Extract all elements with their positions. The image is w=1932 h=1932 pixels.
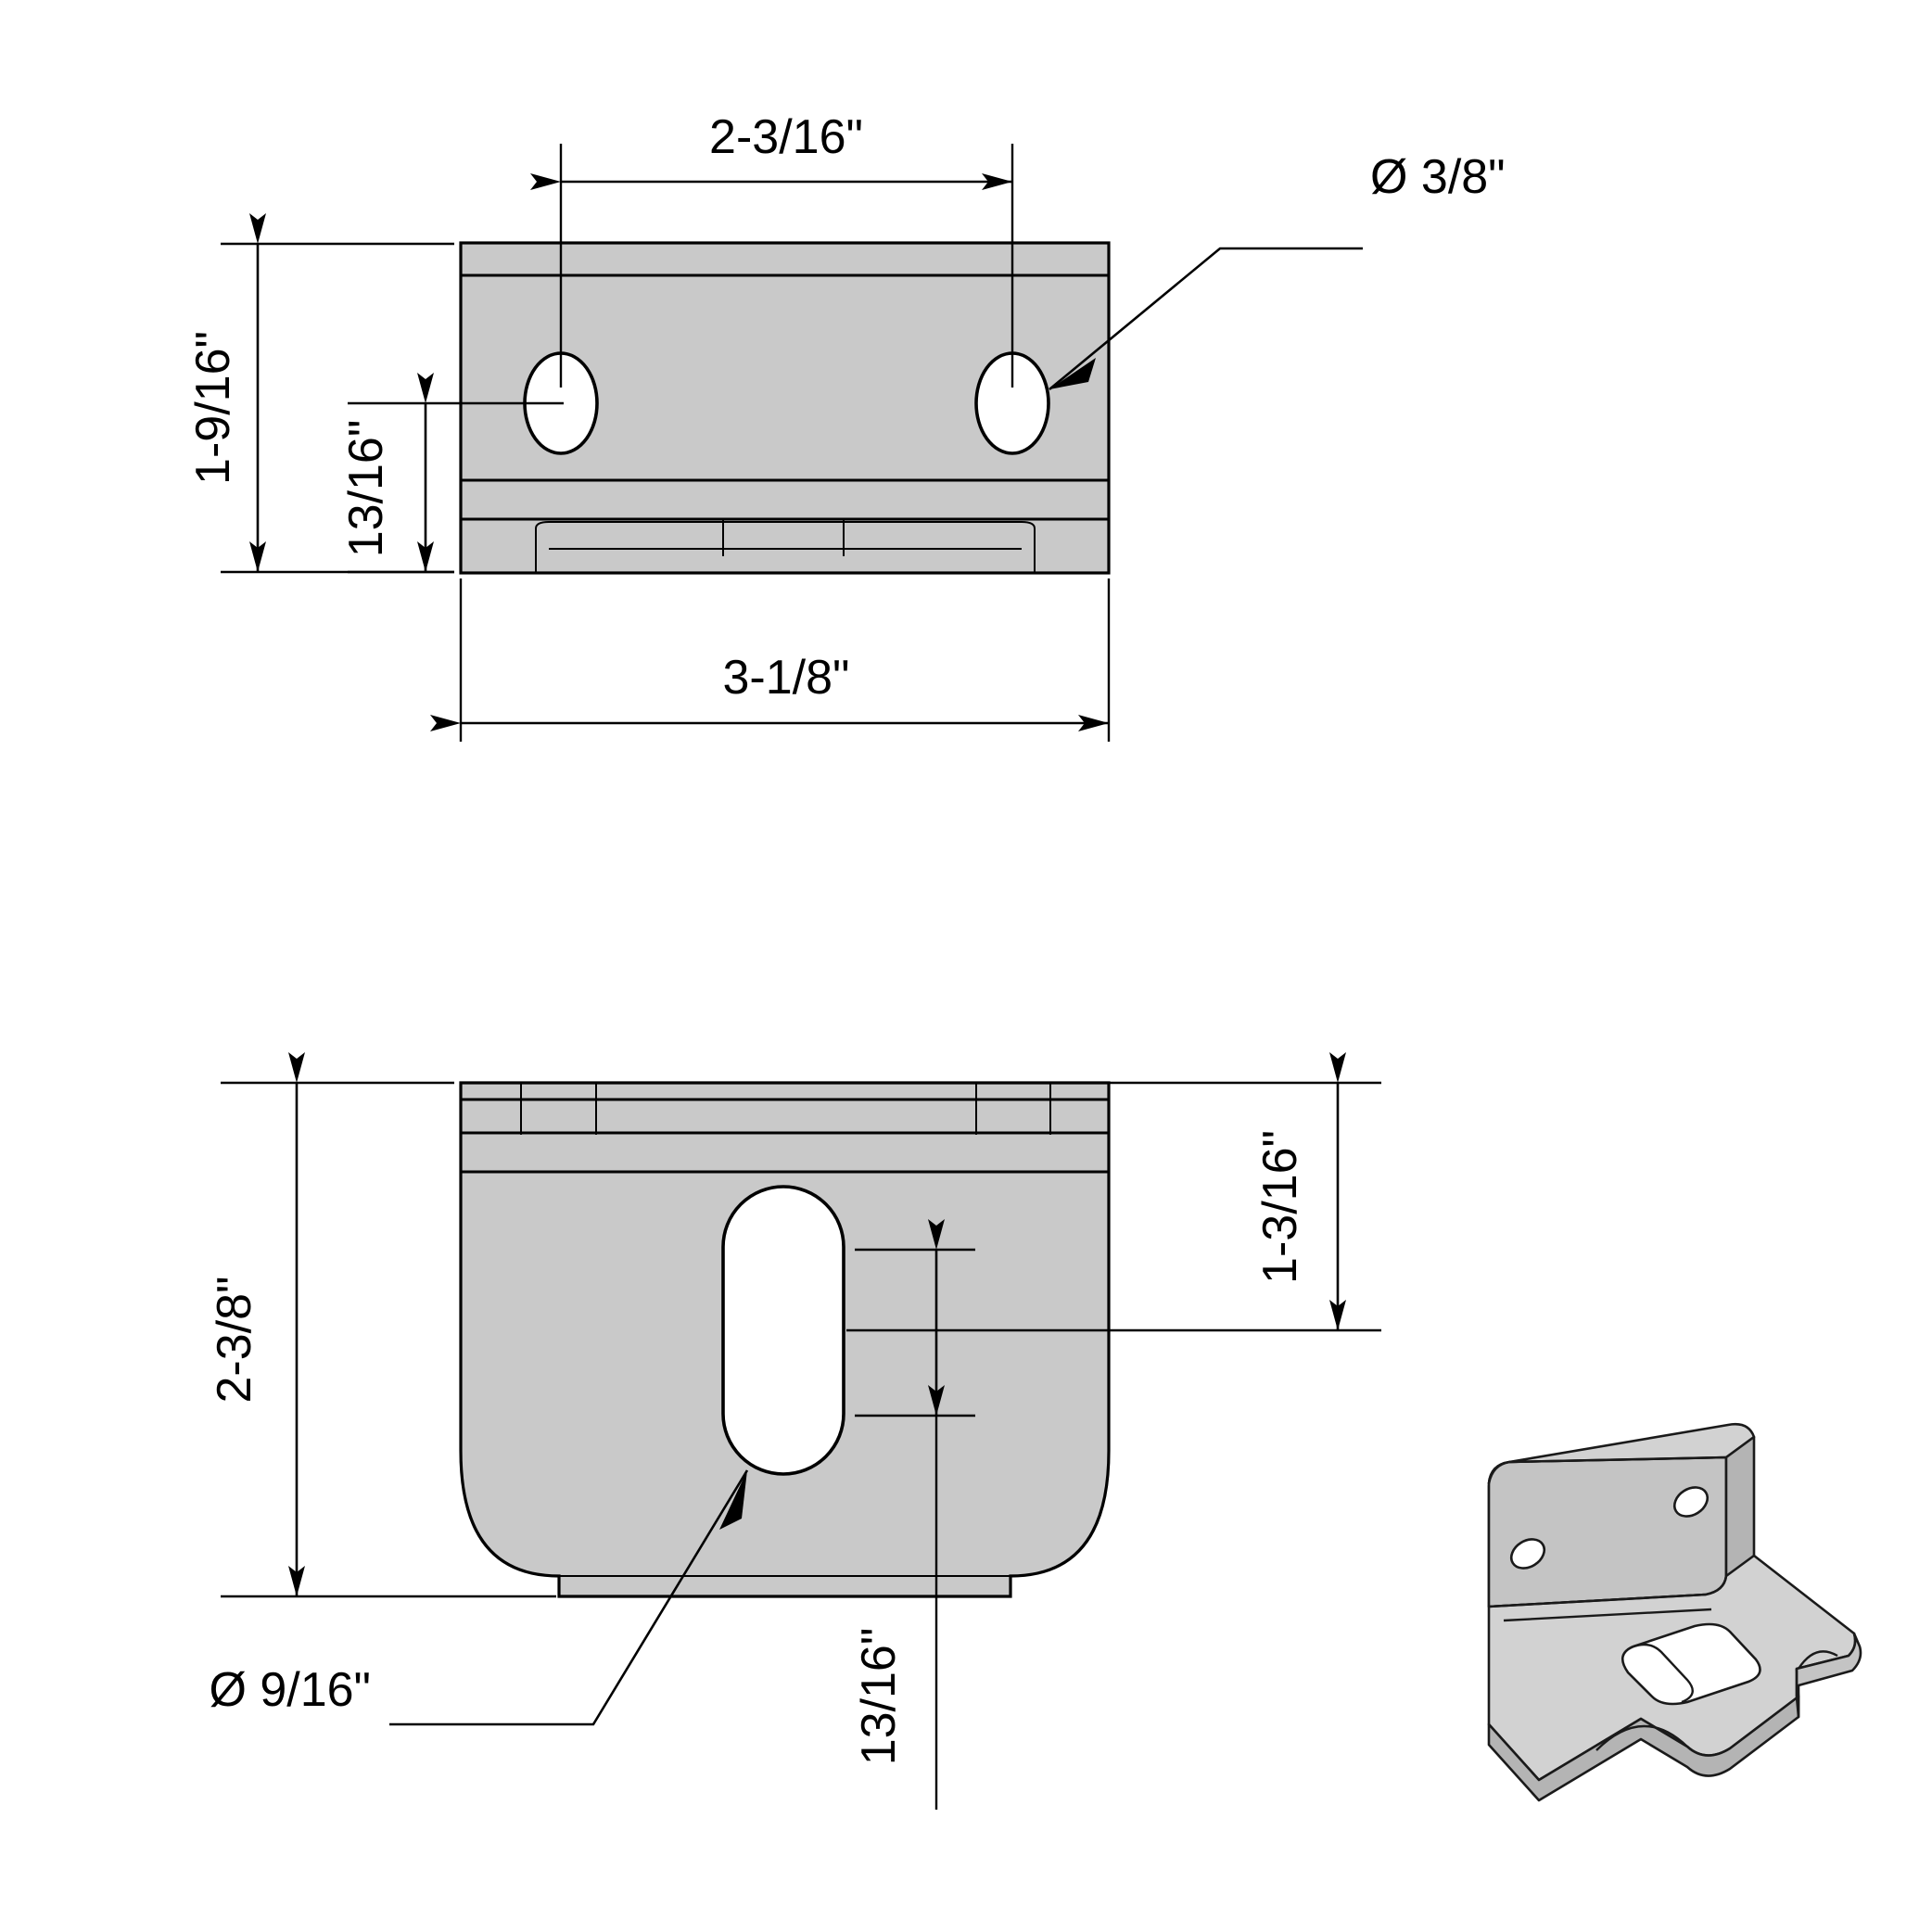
slot-diameter-leader-line — [389, 1469, 749, 1726]
hole-diameter-leader-line — [1049, 247, 1363, 391]
hole-diameter-top-label: Ø 3/8" — [1370, 150, 1506, 204]
callout-hole-diameter-top: Ø 3/8" — [1049, 150, 1506, 391]
top-view-slot-edge-detail — [535, 519, 1036, 573]
iso-vertical-leg-face — [1487, 1455, 1728, 1608]
iso-right-notch-arc — [1797, 1650, 1838, 1670]
iso-base-slot-inner-wall — [1633, 1643, 1694, 1704]
dimension-hole-center-height: 13/16" — [339, 373, 564, 574]
slot-length-label: 13/16" — [852, 1628, 906, 1766]
dimension-overall-depth: 2-3/8" — [208, 1052, 556, 1598]
isometric-view — [1487, 1423, 1862, 1802]
slot-diameter-leader-arrow — [719, 1470, 747, 1530]
dimension-slot-length: 13/16" — [852, 1219, 975, 1810]
iso-upper-round-hole — [1672, 1486, 1710, 1518]
flange-height-label: 1-9/16" — [186, 331, 240, 485]
iso-base-slot — [1621, 1622, 1761, 1706]
iso-vertical-leg-thickness — [1724, 1435, 1756, 1578]
iso-base-plate-right-edge — [1795, 1632, 1862, 1719]
hole-diameter-leader-arrow — [1049, 358, 1096, 389]
top-view — [459, 241, 1111, 575]
iso-front-notch-arc — [1595, 1724, 1688, 1751]
dimension-overall-width: 3-1/8" — [430, 578, 1111, 742]
top-view-slot-outline — [535, 521, 1036, 573]
iso-lower-round-hole — [1509, 1538, 1546, 1570]
overall-depth-label: 2-3/8" — [208, 1277, 261, 1404]
dimension-hole-spacing: 2-3/16" — [530, 110, 1014, 388]
iso-bend-crease-inner — [1488, 1575, 1728, 1608]
dimension-flange-height: 1-9/16" — [186, 213, 454, 574]
callout-slot-diameter: Ø 9/16" — [209, 1469, 749, 1726]
slot-center-from-top-label: 1-3/16" — [1253, 1130, 1307, 1284]
slot-diameter-label: Ø 9/16" — [209, 1663, 371, 1717]
overall-width-label: 3-1/8" — [723, 651, 850, 705]
front-view — [459, 1081, 1111, 1598]
center-slot — [721, 1185, 845, 1476]
iso-bend-crease-secondary — [1503, 1608, 1712, 1622]
hole-center-height-label: 13/16" — [339, 420, 393, 558]
hole-spacing-label: 2-3/16" — [709, 110, 863, 164]
iso-top-edge-crease — [1487, 1455, 1727, 1484]
